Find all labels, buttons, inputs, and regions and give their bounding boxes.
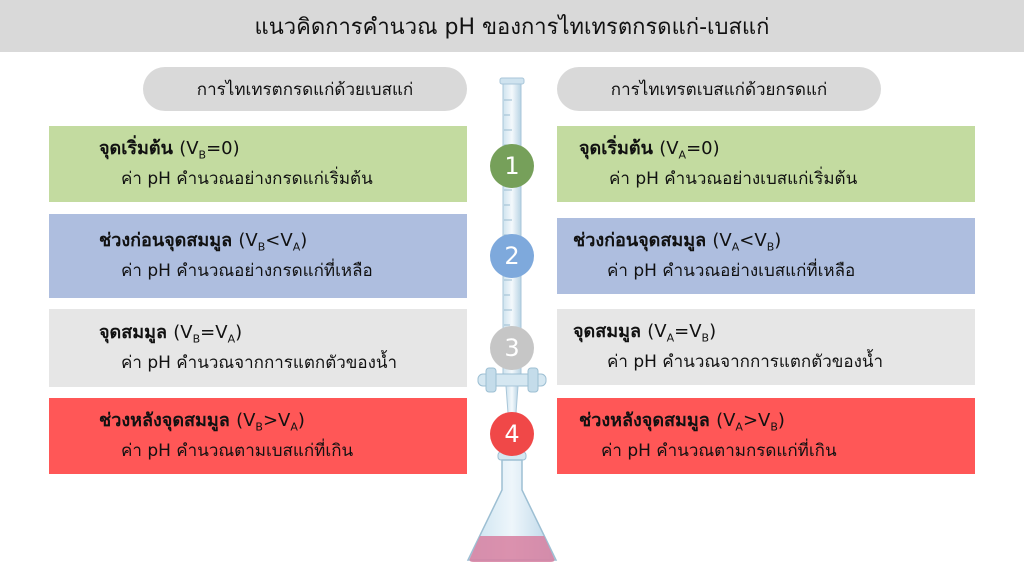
step-number-1: 1 <box>490 144 534 188</box>
step-heading: ช่วงหลังจุดสมมูล (VB>VA) <box>99 409 305 434</box>
step-heading: จุดเริ่มต้น (VB=0) <box>99 137 240 162</box>
step-description: ค่า pH คำนวณอย่างกรดแก่ที่เหลือ <box>121 261 373 282</box>
right-step-2-box: ช่วงก่อนจุดสมมูล (VA<VB) ค่า pH คำนวณอย่… <box>557 218 975 294</box>
left-step-2-box: ช่วงก่อนจุดสมมูล (VB<VA) ค่า pH คำนวณอย่… <box>49 214 467 298</box>
step-description: ค่า pH คำนวณจากการแตกตัวของน้ำ <box>121 353 398 374</box>
erlenmeyer-flask-icon <box>466 451 558 562</box>
right-step-1-box: จุดเริ่มต้น (VA=0) ค่า pH คำนวณอย่างเบสแ… <box>557 126 975 202</box>
left-column-header: การไทเทรตกรดแก่ด้วยเบสแก่ <box>143 67 467 111</box>
step-heading: จุดสมมูล (VB=VA) <box>99 321 243 346</box>
step-heading: จุดเริ่มต้น (VA=0) <box>579 137 720 162</box>
step-heading: จุดสมมูล (VA=VB) <box>573 320 717 345</box>
step-heading: ช่วงก่อนจุดสมมูล (VB<VA) <box>99 229 308 254</box>
page-title: แนวคิดการคำนวณ pH ของการไทเทรตกรดแก่-เบส… <box>0 0 1024 52</box>
right-step-4-box: ช่วงหลังจุดสมมูล (VA>VB) ค่า pH คำนวณตาม… <box>557 398 975 474</box>
step-description: ค่า pH คำนวณตามเบสแก่ที่เกิน <box>121 441 354 462</box>
right-step-3-box: จุดสมมูล (VA=VB) ค่า pH คำนวณจากการแตกตั… <box>557 309 975 385</box>
step-heading: ช่วงก่อนจุดสมมูล (VA<VB) <box>573 229 782 254</box>
step-description: ค่า pH คำนวณจากการแตกตัวของน้ำ <box>607 352 884 373</box>
step-number-4: 4 <box>490 412 534 456</box>
step-description: ค่า pH คำนวณตามกรดแก่ที่เกิน <box>601 441 837 462</box>
step-description: ค่า pH คำนวณอย่างเบสแก่เริ่มต้น <box>609 169 858 190</box>
step-description: ค่า pH คำนวณอย่างเบสแก่ที่เหลือ <box>607 261 856 282</box>
step-number-3: 3 <box>490 326 534 370</box>
left-step-1-box: จุดเริ่มต้น (VB=0) ค่า pH คำนวณอย่างกรดแ… <box>49 126 467 202</box>
left-step-4-box: ช่วงหลังจุดสมมูล (VB>VA) ค่า pH คำนวณตาม… <box>49 398 467 474</box>
left-step-3-box: จุดสมมูล (VB=VA) ค่า pH คำนวณจากการแตกตั… <box>49 309 467 387</box>
step-heading: ช่วงหลังจุดสมมูล (VA>VB) <box>579 409 785 434</box>
right-column-header: การไทเทรตเบสแก่ด้วยกรดแก่ <box>557 67 881 111</box>
step-number-2: 2 <box>490 234 534 278</box>
step-description: ค่า pH คำนวณอย่างกรดแก่เริ่มต้น <box>121 169 373 190</box>
